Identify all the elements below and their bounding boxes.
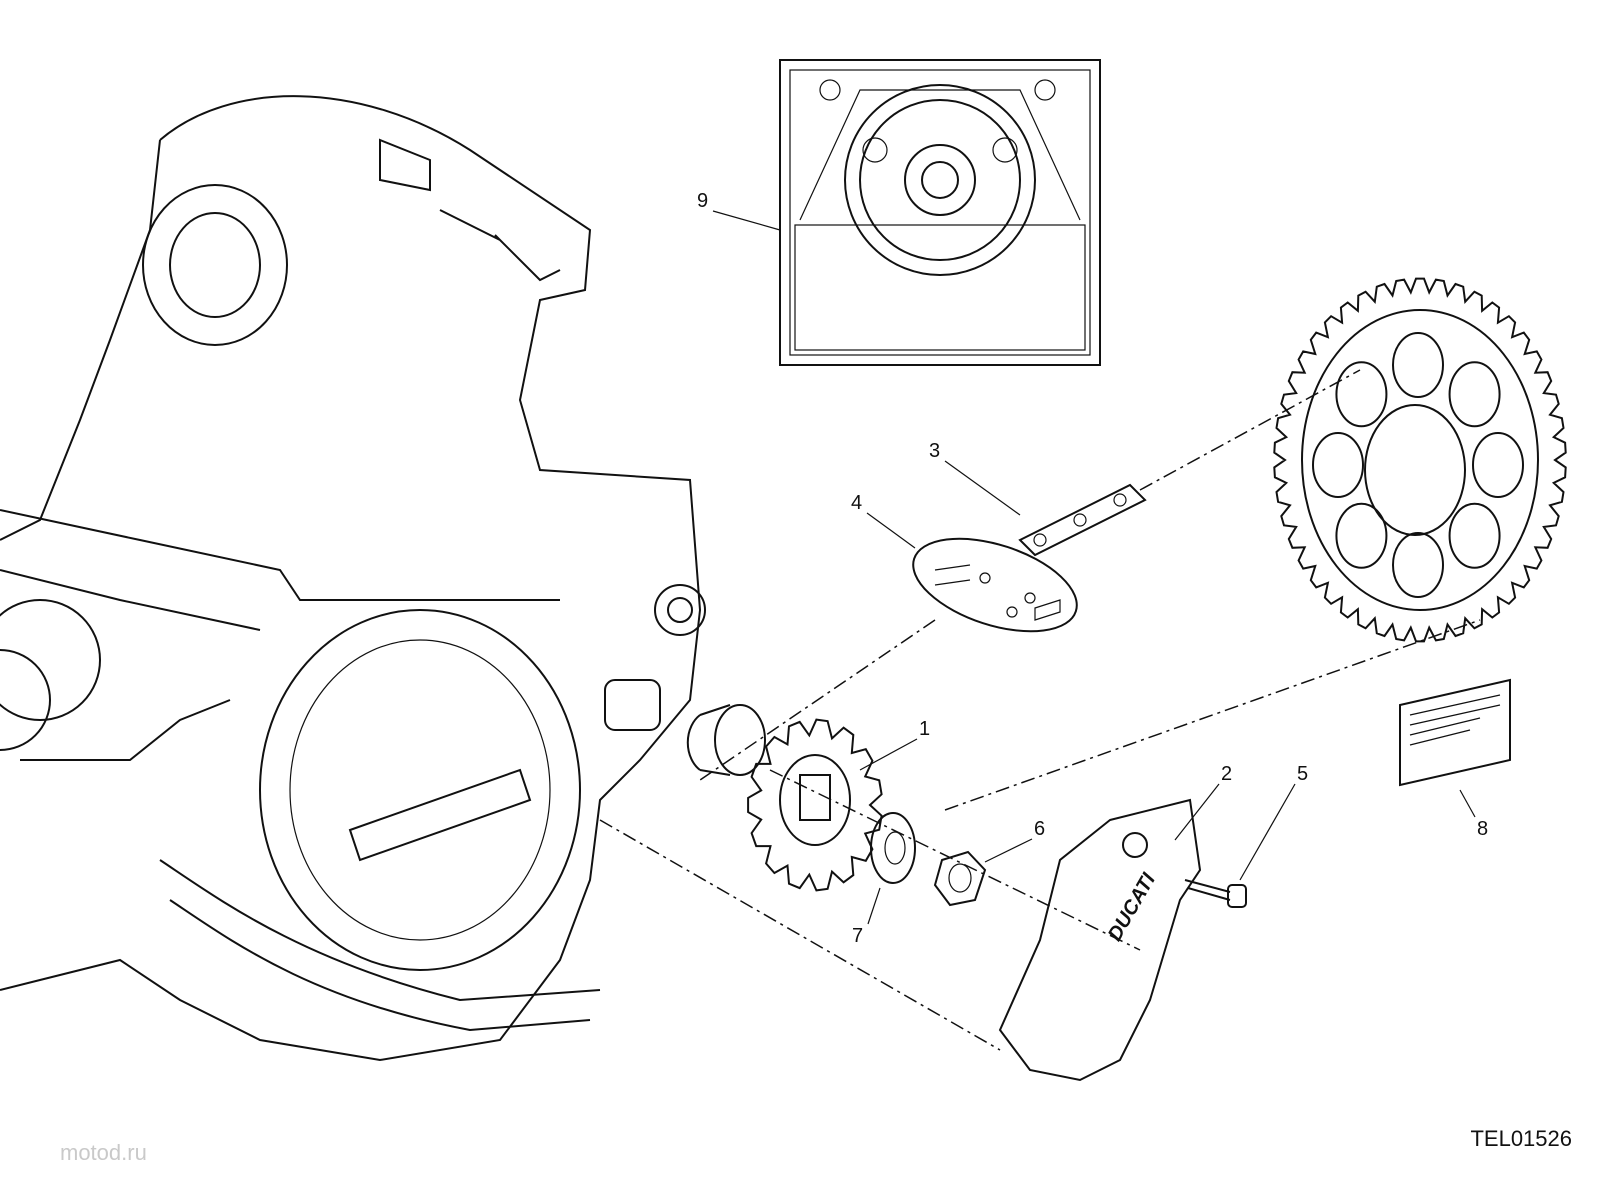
lightening-hole [1448, 361, 1501, 428]
callout-chain: 3 [929, 440, 940, 462]
spline-hub [799, 774, 831, 821]
ducati-logo-text: DUCATI [1104, 869, 1160, 945]
small-parts [686, 704, 1247, 908]
sprocket-teeth [1273, 277, 1567, 643]
chain-path-lines [599, 369, 1481, 1051]
lightening-hole [1335, 502, 1388, 569]
rear-sprocket [1273, 277, 1567, 643]
watermark-text: motod.ru [60, 1140, 147, 1165]
callout-front-sprocket: 1 [919, 718, 930, 740]
lightening-hole [1472, 432, 1524, 498]
lightening-hole [1392, 532, 1444, 598]
callout-leader [712, 210, 781, 231]
warning-label [1399, 678, 1511, 787]
lightening-hole [1448, 502, 1501, 569]
callout-leader [859, 738, 918, 771]
callout-layer: 9 3 4 1 2 5 6 7 8 [697, 190, 1488, 947]
drawing-code: TEL01526 [1470, 1126, 1572, 1151]
engine-drawing [0, 95, 706, 1062]
callout-leader [866, 512, 916, 549]
lightening-hole [1392, 332, 1444, 398]
sprocket-teeth [747, 718, 883, 892]
callout-sprocket-cover: 2 [1221, 763, 1232, 785]
callout-screw: 5 [1297, 763, 1308, 785]
callout-leader [1174, 783, 1220, 841]
sprocket-cover: DUCATI [998, 798, 1202, 1082]
chain-links [912, 483, 1147, 633]
callout-lock-washer: 7 [852, 925, 863, 947]
callout-leader [1459, 789, 1476, 818]
callout-chain-link-kit: 4 [851, 492, 862, 514]
callout-leader [944, 460, 1021, 516]
chain-kit-inset [779, 59, 1101, 366]
callout-leader [984, 838, 1033, 863]
front-sprocket [747, 718, 883, 892]
callout-chain-kit: 9 [697, 190, 708, 212]
lightening-hole [1312, 432, 1364, 498]
callout-nut: 6 [1034, 818, 1045, 840]
lightening-hole [1335, 361, 1388, 428]
callout-leader [1239, 783, 1296, 881]
callout-label: 8 [1477, 818, 1488, 840]
callout-leader [867, 887, 881, 925]
